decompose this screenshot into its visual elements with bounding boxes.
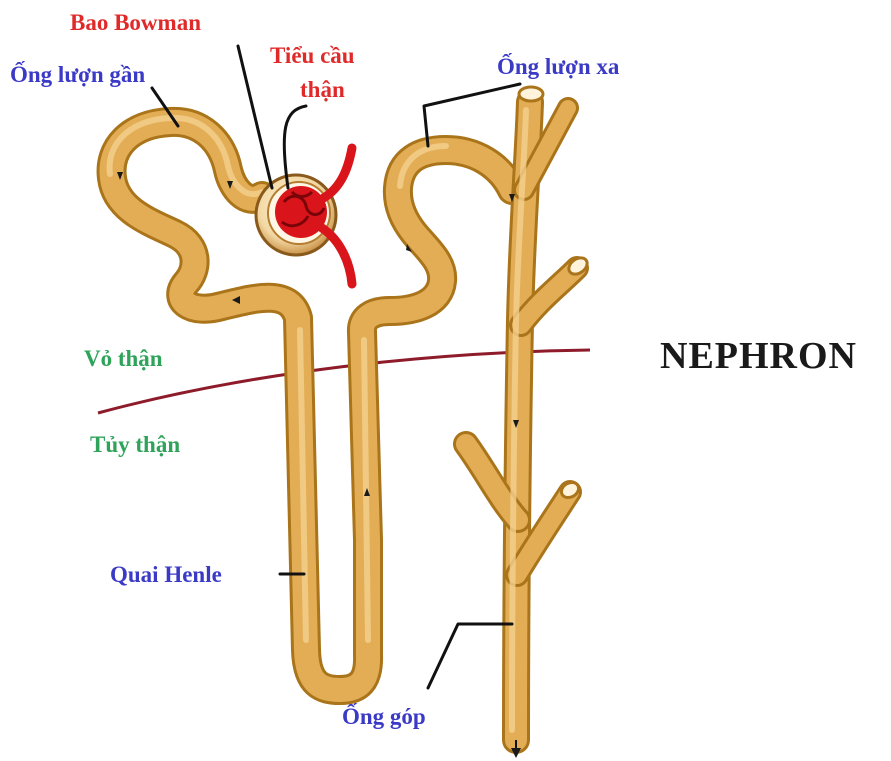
glomerulus: [275, 143, 357, 289]
label-medulla: Tủy thận: [90, 432, 180, 457]
flow-arrows: [117, 172, 521, 758]
label-glomerulus-line2: thận: [300, 77, 345, 102]
label-distal-tubule: Ống lượn xa: [497, 53, 620, 79]
label-proximal-tubule: Ống lượn gần: [10, 61, 145, 87]
diagram-title: NEPHRON: [660, 335, 857, 377]
nephron-tubule: [96, 106, 527, 705]
label-glomerulus-line1: Tiểu cầu: [270, 43, 355, 68]
label-cortex: Vỏ thận: [84, 346, 163, 371]
collecting-duct: [453, 85, 589, 754]
label-bowman-capsule: Bao Bowman: [70, 10, 201, 35]
leader-lines: [150, 44, 522, 690]
label-collecting-duct: Ống góp: [342, 703, 426, 729]
label-loop-of-henle: Quai Henle: [110, 562, 222, 587]
